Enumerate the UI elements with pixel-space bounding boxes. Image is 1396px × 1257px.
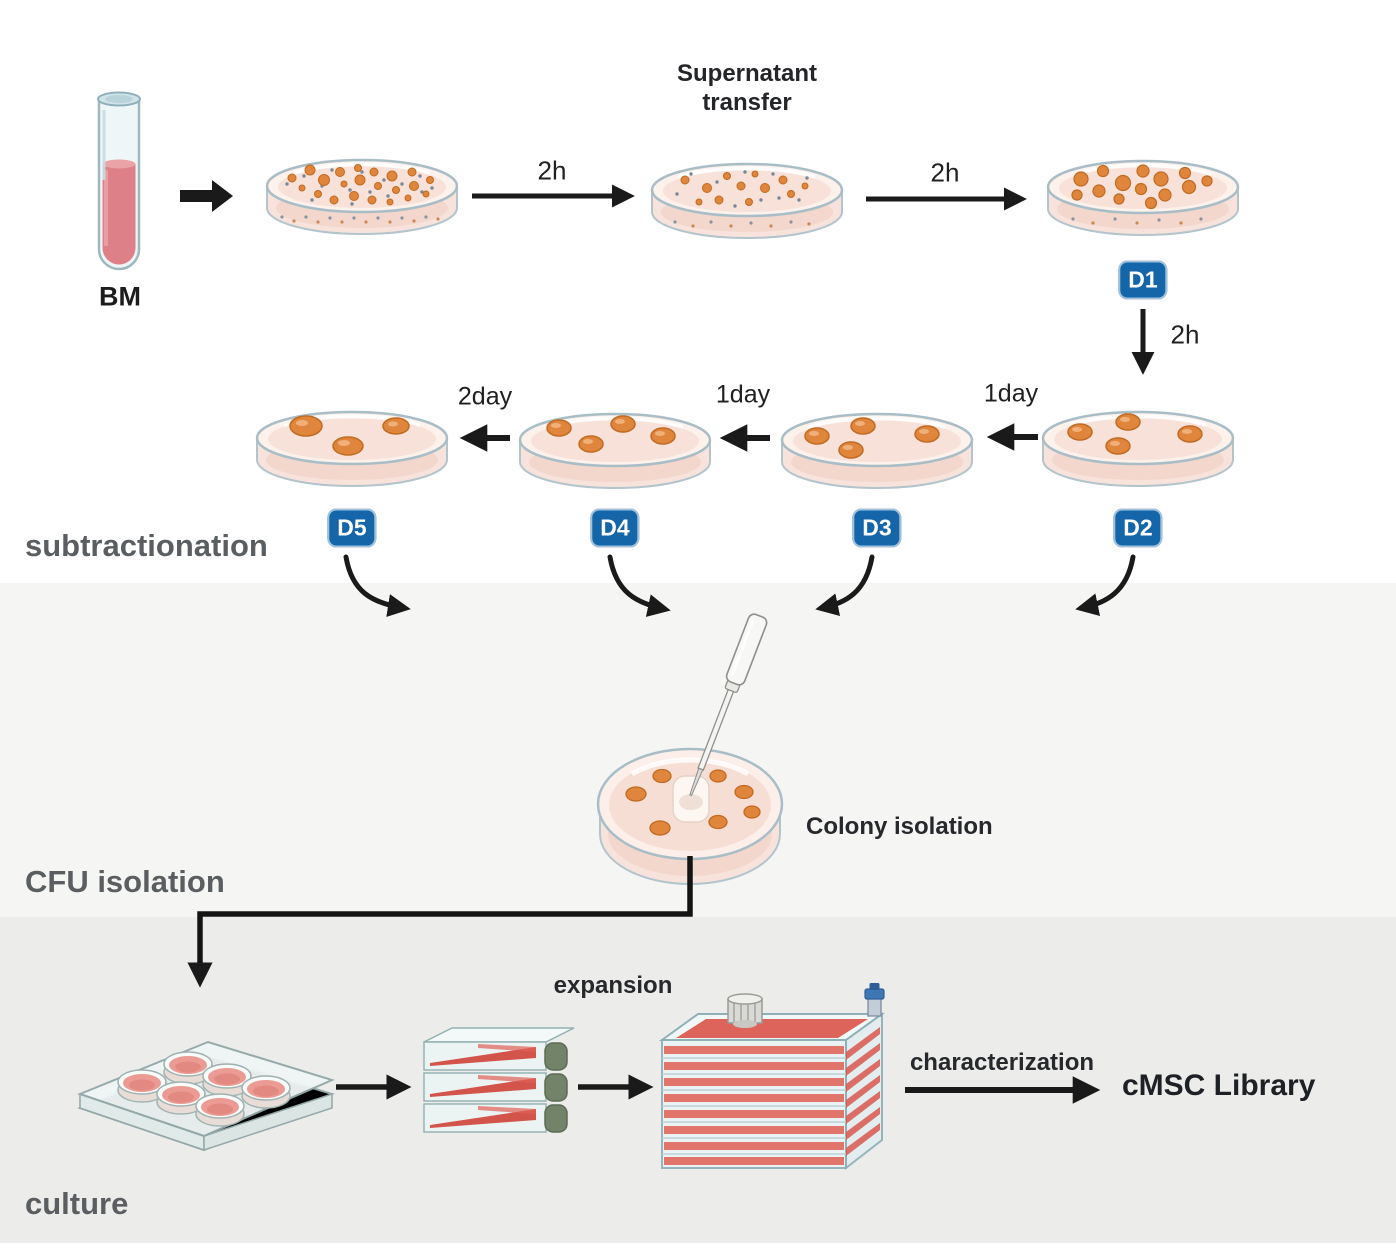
petri-dish-d2 [1041,410,1235,488]
expansion-label: expansion [553,972,673,999]
t-flask-stack-illustration [423,1027,575,1133]
petri-dish-supernatant [650,162,844,240]
badge-d2: D2 [1113,508,1163,548]
petri-dish-d5 [255,410,449,488]
petri-dish-d4 [518,412,712,490]
bm-arrow-icon [180,180,233,212]
curved-arrow-d3-icon [815,554,875,616]
colony-isolation-dish [596,747,784,885]
bm-tube-illustration [97,91,141,271]
characterization-label: characterization [909,1049,1095,1076]
arrow-2h-down-label: 2h [1170,319,1200,350]
arrow-2day-label: 2day [457,382,513,411]
section-label-culture: culture [25,1186,129,1221]
badge-d5: D5 [327,508,377,548]
pipette-illustration [689,613,768,797]
colony-isolation-label: Colony isolation [806,813,993,840]
arrow-1day-d3-d4-label: 1day [715,380,771,409]
multilayer-flask-illustration [658,983,886,1171]
connector-arrow [187,856,693,988]
arrow-2h-1-label: 2h [537,155,567,186]
bm-label: BM [99,281,141,312]
badge-d1: D1 [1118,260,1168,300]
curved-arrow-d5-icon [343,554,411,617]
curved-arrow-d4-icon [607,554,671,617]
flask-cap-icon [727,993,763,1028]
supernatant-transfer-label: Supernatant transfer [676,60,817,116]
badge-d3: D3 [852,508,902,548]
petri-dish-d3 [780,412,974,490]
section-label-cfu-isolation: CFU isolation [25,864,225,899]
six-well-plate-illustration [77,1040,335,1152]
curved-arrow-d2-icon [1075,554,1136,616]
arrow-1day-d2-d3-label: 1day [983,379,1039,408]
petri-dish-d1 [1046,159,1240,237]
cmsc-library-label: cMSC Library [1122,1069,1316,1102]
flask-port-icon [864,983,885,1017]
section-label-subtractionation: subtractionation [25,528,268,563]
badge-d4: D4 [590,508,640,548]
arrow-2h-2-label: 2h [930,157,960,188]
petri-dish-initial [265,158,459,236]
